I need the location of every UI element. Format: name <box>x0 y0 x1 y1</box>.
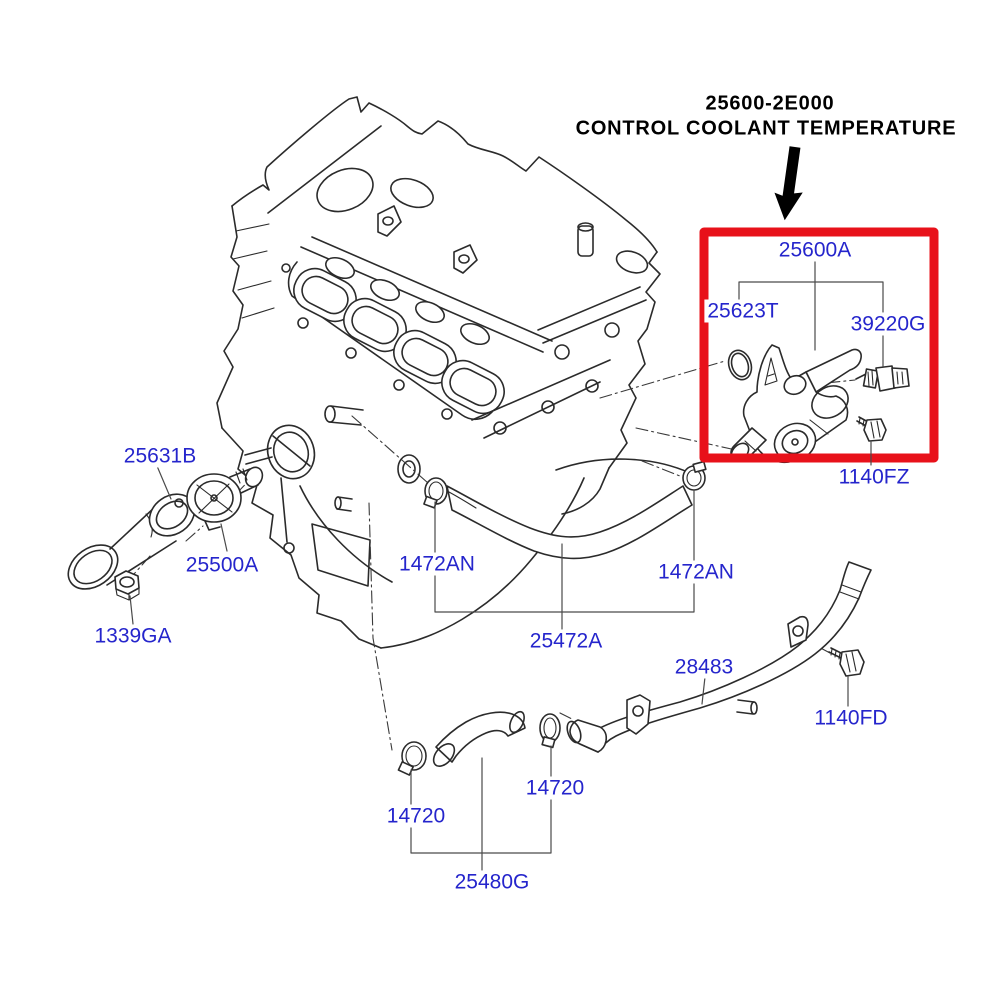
hose-clamp-1472an-left <box>423 477 448 509</box>
hose-clamp-14720-left <box>397 741 427 776</box>
part-label-25472A[interactable]: 25472A <box>526 629 606 653</box>
nut-1339ga <box>114 570 140 601</box>
hose-clamp-1472an-right <box>682 460 707 491</box>
part-label-1472AN-right[interactable]: 1472AN <box>655 560 737 584</box>
hose-25472a <box>446 485 693 560</box>
part-label-1140FZ[interactable]: 1140FZ <box>835 465 913 489</box>
part-label-14720-left[interactable]: 14720 <box>383 804 449 828</box>
alignment-dashdot-lines <box>133 360 856 751</box>
hose-clamp-14720-right <box>539 713 561 749</box>
water-inlet-fitting-25631b <box>67 493 196 590</box>
engine-illustration <box>216 96 691 649</box>
part-label-25480G[interactable]: 25480G <box>451 870 533 894</box>
part-label-1140FD[interactable]: 1140FD <box>811 706 891 730</box>
title-description: CONTROL COOLANT TEMPERATURE <box>575 117 957 140</box>
part-label-14720-right[interactable]: 14720 <box>522 776 588 800</box>
part-label-25600A[interactable]: 25600A <box>775 238 855 262</box>
thermostat-housing-assembly-25600a <box>727 344 910 464</box>
part-label-28483[interactable]: 28483 <box>671 655 737 679</box>
callout-arrow <box>774 146 803 221</box>
part-label-25631B[interactable]: 25631B <box>120 444 200 468</box>
part-label-25500A[interactable]: 25500A <box>182 553 262 577</box>
bolt-1140fz <box>856 416 887 442</box>
hose-25480g <box>432 710 526 768</box>
thermostat-25500a <box>186 466 264 531</box>
part-label-25623T[interactable]: 25623T <box>704 299 782 323</box>
part-label-1339GA[interactable]: 1339GA <box>91 624 175 648</box>
part-label-1472AN-left[interactable]: 1472AN <box>396 552 478 576</box>
coolant-temp-sensor-39220g <box>855 365 910 392</box>
highlight-box <box>699 227 939 463</box>
title-part-number: 25600-2E000 <box>705 92 835 115</box>
o-ring-25623t <box>727 349 753 381</box>
part-label-39220G[interactable]: 39220G <box>847 312 929 336</box>
coolant-pipe-28483 <box>566 561 872 753</box>
bolt-1140fd <box>828 647 865 677</box>
